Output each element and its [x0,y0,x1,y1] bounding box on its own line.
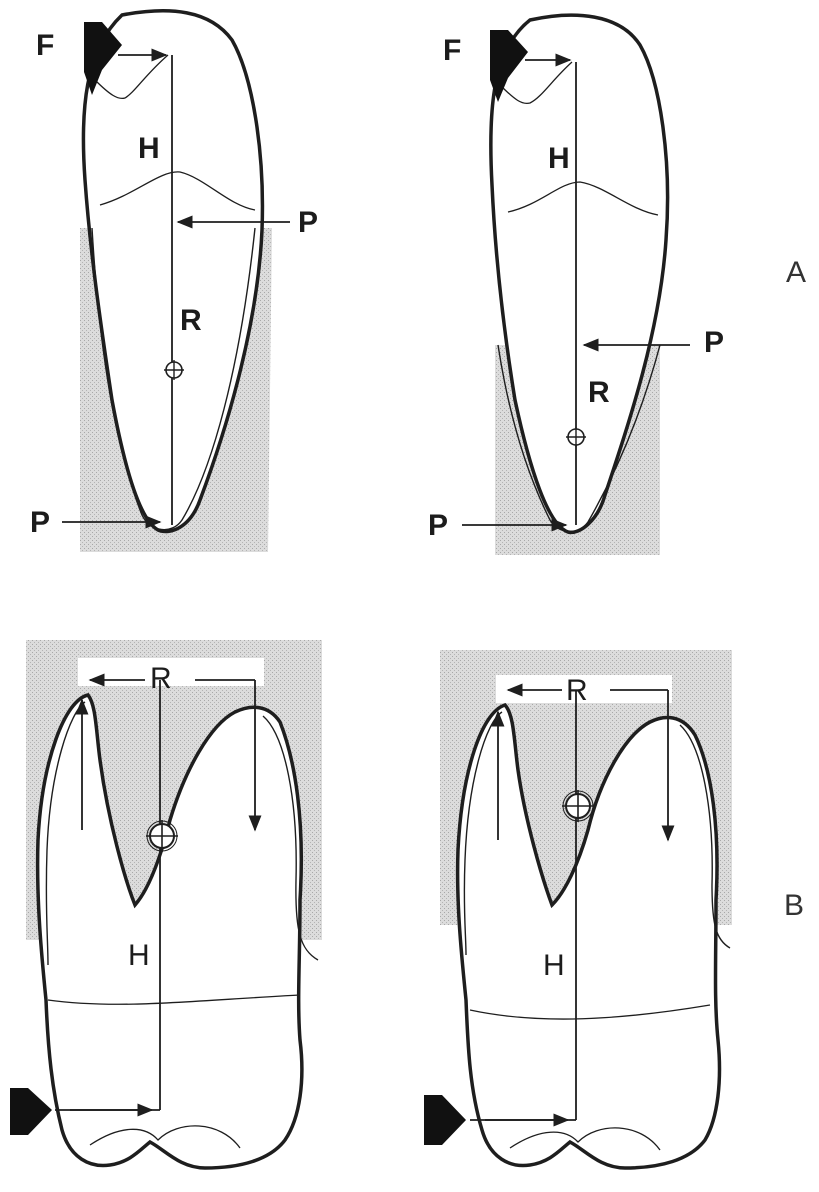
label-resistance: R [150,662,172,695]
label-resistance: R [180,304,202,337]
panel-b-left-molar: R H [10,640,322,1168]
label-resistance: R [566,674,588,707]
label-height: H [548,142,570,175]
panel-label-a: A [786,256,806,289]
panel-a-right-tooth: F H P R P [428,15,724,555]
panel-b-right-molar: R H [424,650,732,1168]
label-resistance: R [588,376,610,409]
filled-arrow-icon [424,1095,466,1145]
label-height: H [128,939,150,972]
label-force: F [443,34,461,67]
label-pressure-bottom: P [30,506,50,539]
filled-arrow-icon [10,1088,52,1135]
label-pressure-top: P [704,326,724,359]
label-pressure-top: P [298,206,318,239]
label-force: F [36,29,54,62]
label-pressure-bottom: P [428,509,448,542]
panel-label-b: B [784,889,804,922]
panel-a-left-tooth: F H P R P [30,11,318,552]
label-height: H [543,949,565,982]
label-height: H [138,132,160,165]
